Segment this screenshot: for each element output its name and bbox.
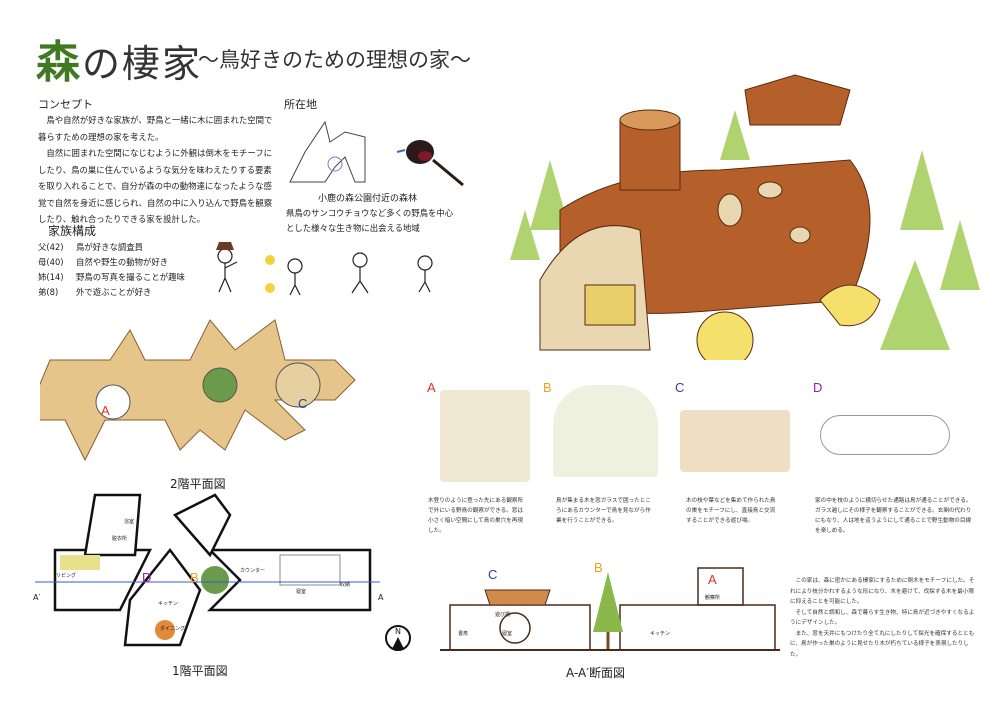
location-heading: 所在地 — [284, 98, 317, 111]
location-map — [289, 120, 464, 187]
marker-c-section: C — [488, 567, 498, 582]
title-rest: の棲家 — [82, 42, 203, 86]
room-bedroom: 寝室 — [296, 589, 307, 595]
detail-d-text: 家の中を枝のように横切らせた通路は鳥が通ることができる。ガラス越しにその様子を観… — [815, 498, 972, 534]
section-caption: A-A′断面図 — [566, 666, 625, 680]
floor2-caption: 2階平面図 — [170, 477, 226, 491]
detail-a-text: 木登りのように登った先にある観察所で外にいる野鳥の観察ができる。窓は小さく暗い空… — [428, 498, 524, 534]
page-title: 森の棲家 — [36, 26, 202, 90]
detail-c-letter: C — [675, 380, 685, 395]
detail-c-text: 木の枝や葉などを集めて作られた鳥の巣をモチーフにし、直接鳥と交流することができる… — [686, 498, 776, 524]
concept-paragraph: 鳥や自然が好きな家族が、野鳥と一緒に木に囲まれた空間で暮らすための理想の家を考え… — [38, 115, 273, 142]
section-room-bedroom: 寝室 — [502, 631, 513, 637]
section-drawing — [440, 567, 780, 651]
detail-a-letter: A — [427, 380, 436, 395]
room-bath: 浴室 — [124, 519, 135, 525]
detail-c-sketch — [680, 410, 790, 472]
section-mark-a: A — [378, 593, 384, 602]
marker-a-section: A — [708, 572, 717, 587]
marker-d-floor1: D — [142, 570, 152, 585]
concept-text: 鳥や自然が好きな家族が、野鳥と一緒に木に囲まれた空間で暮らすための理想の家を考え… — [38, 112, 273, 228]
detail-b-letter: B — [543, 380, 552, 395]
title-main: 森 — [36, 37, 82, 88]
family-member: 母(40)自然や野生の動物が好き — [38, 257, 169, 267]
marker-b-floor1: B — [190, 570, 199, 585]
section-mark-a-prime: A′ — [33, 593, 41, 602]
marker-a-floor2: A — [101, 403, 110, 418]
room-dining: ダイニング — [160, 626, 186, 632]
family-member: 父(42)鳥が好きな調査員 — [38, 242, 143, 252]
summary-text: この家は、森に密かにある棲家にするために倒木をモチーフにした。それにより枝分かれ… — [790, 576, 978, 660]
marker-c-floor2: C — [298, 396, 308, 411]
location-place: 小鹿の森公園付近の森林 — [318, 194, 418, 204]
detail-a-sketch — [440, 390, 530, 482]
family-member: 姉(14)野鳥の写真を撮ることが趣味 — [38, 272, 185, 282]
concept-heading: コンセプト — [38, 98, 93, 111]
section-room-obs: 観察所 — [705, 595, 721, 601]
family-heading: 家族構成 — [48, 224, 97, 238]
page-subtitle: ～鳥好きのための理想の家～ — [198, 48, 471, 72]
exterior-perspective-illustration — [510, 74, 980, 360]
room-dressing: 脱衣所 — [112, 536, 128, 542]
room-living: リビング — [56, 573, 77, 579]
floor1-caption: 1階平面図 — [172, 664, 228, 678]
detail-b-sketch — [553, 385, 658, 477]
family-stick-figures — [216, 242, 433, 296]
section-room-play: 遊び場 — [495, 612, 511, 618]
location-desc: 県鳥のサンコウチョウなど多くの野鳥を中心とした様々な生き物に出会える地域 — [286, 208, 454, 233]
section-room-kitchen: キッチン — [650, 631, 671, 637]
summary-paragraph: そして自然と調和し、森で暮らす生き物、特に鳥が近づきやすくなるようにデザインした… — [790, 609, 975, 627]
floor1-plan-drawing — [35, 493, 380, 647]
summary-paragraph: また、窓を天井にもつけたり全て丸にしたりして採光を確保するとともに、鳥が作った巣… — [790, 630, 975, 658]
concept-paragraph: 自然に囲まれた空間になじむように外観は倒木をモチーフにしたり、鳥の巣に住んでいる… — [38, 148, 273, 224]
room-storage: 収納 — [340, 582, 351, 588]
section-room-study: 書斎 — [458, 631, 469, 637]
family-list: 父(42)鳥が好きな調査員 母(40)自然や野生の動物が好き 姉(14)野鳥の写… — [38, 240, 185, 300]
detail-d-letter: D — [813, 380, 823, 395]
north-arrow-icon: N — [385, 625, 411, 651]
family-member: 弟(8)外で遊ぶことが好き — [38, 287, 152, 297]
summary-paragraph: この家は、森に密かにある棲家にするために倒木をモチーフにした。それにより枝分かれ… — [790, 578, 975, 605]
detail-sketches: A B C D — [425, 380, 975, 485]
marker-b-section: B — [594, 560, 603, 575]
detail-d-sketch — [820, 415, 950, 455]
floor2-plan-drawing — [40, 319, 356, 462]
room-kitchen: キッチン — [158, 601, 179, 607]
room-counter: カウンター — [240, 568, 266, 574]
bird-illustration — [396, 140, 464, 187]
detail-b-text: 鳥が集まる木を窓ガラスで囲ったところにあるカウンターで鳥を見ながら作業を行うこと… — [556, 498, 651, 524]
